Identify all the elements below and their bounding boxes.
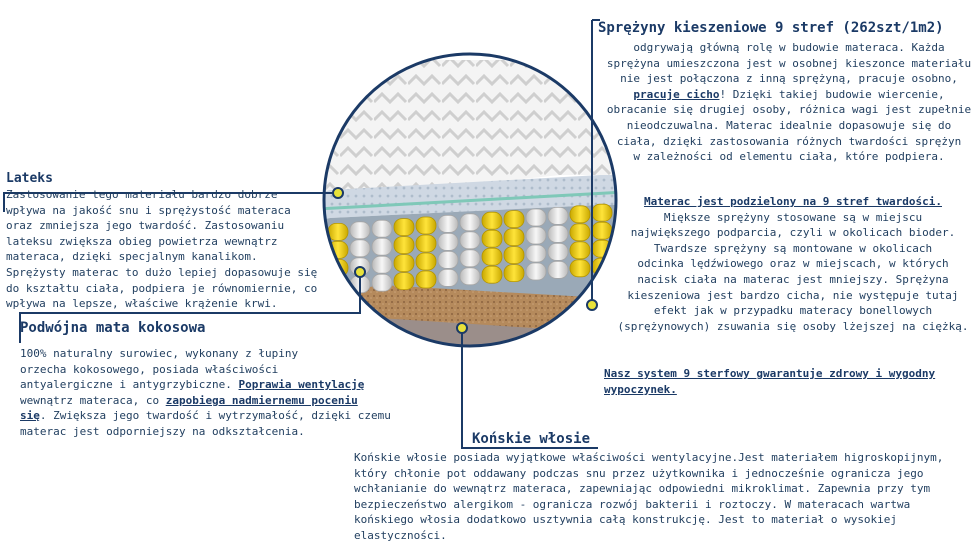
strefy-line: odcinka lędźwiowego oraz w miejscach, w … [637,257,949,271]
lateks-line: wpływa na jakość snu i sprężystość mater… [6,203,291,217]
yellow-spring [393,218,415,291]
mata-line: się. Zwiększa jego twardość i wytrzymało… [20,409,391,423]
konskie-connector [461,330,598,449]
lateks-line: Sprężysty materac to dużo lepiej dopasow… [6,265,318,279]
sprezyny-line: w zależności od elementu ciała, które po… [633,150,945,164]
zoom-circle [322,52,618,348]
strefy-line: kieszeniowa jest bardzo cicha, nie wystę… [627,288,959,302]
system-line: wypoczynek. [604,382,677,396]
system-statement: Nasz system 9 sterfowy gwarantuje zdrowy… [604,366,935,397]
lateks-title: Lateks [6,171,53,186]
mata-line: wewnątrz materaca, co zapobiega nadmiern… [20,393,358,407]
mata-connector [19,275,361,343]
white-spring [371,219,393,292]
yellow-spring [503,210,525,283]
white-spring [459,213,481,286]
mata-title: Podwójna mata kokosowa [20,320,206,336]
konskie-line: wchłanianie do wewnątrz materaca, zapewn… [354,482,931,496]
white-spring [437,214,459,287]
sprezyny-description: odgrywają główną rolę w budowie materaca… [600,40,978,165]
lateks-line: oraz zmniejsza jego twardość. Zastosowan… [6,219,285,233]
konskie-line: elastyczności. [354,528,447,542]
strefy-description: Materac jest podzielony na 9 stref tward… [612,194,974,334]
mata-description: 100% naturalny surowiec, wykonany z łupi… [20,346,391,440]
lateks-line: wpływa na lepsze, właściwe krążenie krwi… [6,297,278,311]
sprezyny-line: odgrywają główną rolę w budowie materaca… [633,41,945,54]
sprezyny-line: ciała, dzięki zastosowania różnych tward… [616,134,962,148]
strefy-line: Twardsze sprężyny są montowane w okolica… [653,241,933,255]
strefy-line: największego podparcia, czyli w okolicac… [630,226,956,240]
strefy-line: nacisk ciała na materac jest mniejszy. S… [637,272,949,286]
white-spring [525,208,547,281]
strefy-line: efekt jak w przypadku materacy bonellowy… [653,304,933,318]
white-spring [547,206,569,279]
sprezyny-title: Sprężyny kieszeniowe 9 stref (262szt/1m2… [598,20,944,36]
sprezyny-line: pracuje cicho! Dzięki takiej budowie wie… [633,87,945,101]
strefy-line: (sprężynowych) zsuwania się osoby lżejsz… [617,319,969,333]
yellow-spring [415,216,437,289]
zapobiega-poceniu-highlight: zapobiega nadmiernemu poceniu [165,393,358,407]
mata-line: antyalergiczne i antygrzybiczne. Poprawi… [20,378,365,392]
sprezyny-line: sprężyna umieszczona jest w osobnej kies… [606,56,972,70]
lateks-description: Zastosowanie tego materiału bardzo dobrz… [6,187,317,312]
konskie-title: Końskie włosie [472,431,591,447]
strefy-heading: Materac jest podzielony na 9 stref tward… [643,195,942,208]
konskie-line: który chłonie pot oddawany podczas snu p… [354,466,924,480]
sprezyny-line: nie jest połączona z inną sprężyną, prac… [620,72,958,86]
system-line: Nasz system 9 sterfowy gwarantuje zdrowy… [604,367,936,380]
sprezyny-line: nieodczuwalna. Materac idealnie dopasowu… [626,118,952,132]
yellow-spring [569,205,591,278]
marker-konskie [456,322,468,334]
konskie-line: Końskie włosie posiada wyjątkowe właściw… [354,451,944,464]
marker-lateks [332,187,344,199]
lateks-line: do kształtu ciała, podpiera je równomier… [6,281,318,295]
mata-line: materac jest odporniejszy na odkształcen… [20,424,305,438]
pracuje-cicho-highlight: pracuje cicho [633,87,720,101]
marker-sprezyny [586,299,598,311]
sie-highlight: się [20,409,40,423]
sprezyny-line: obracanie się drugiej osoby, różnica wag… [606,103,972,117]
poprawia-wentylacje-highlight: Poprawia wentylację [238,378,365,392]
lateks-line: lateksu zwiększa obieg powietrza wewnątr… [6,234,278,248]
strefy-line: Miększe sprężyny stosowane są w miejscu [663,210,923,224]
mata-line: orzecha kokosowego, posiada właściwości [20,362,279,376]
mata-line: 100% naturalny surowiec, wykonany z łupi… [20,347,299,360]
konskie-line: bezpieczeństwo alergikom - ogranicza roz… [354,497,911,511]
marker-mata [354,266,366,278]
lateks-connector [3,192,336,212]
konskie-line: końskiego włosia dodatkowo usztywnia cał… [354,513,898,527]
lateks-line: materaca, dzięki specjalnym kanalikom. [6,250,258,264]
lateks-line: Zastosowanie tego materiału bardzo dobrz… [6,188,278,201]
konskie-description: Końskie włosie posiada wyjątkowe właściw… [354,450,943,544]
yellow-spring [481,211,503,284]
